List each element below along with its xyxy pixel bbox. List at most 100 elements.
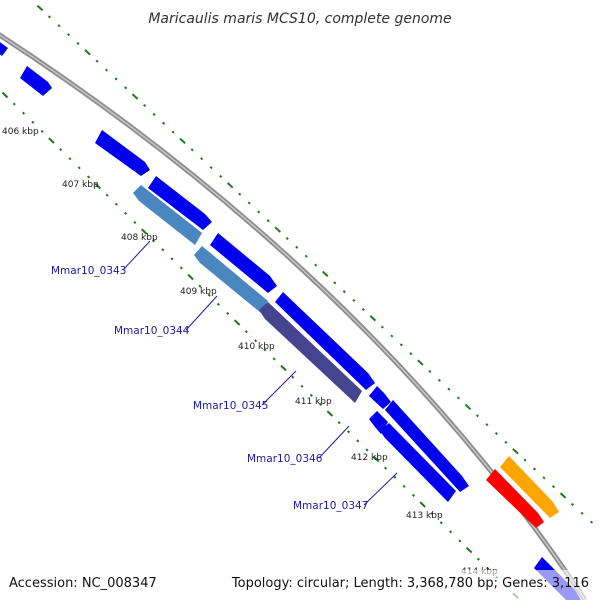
tick-minor <box>318 402 323 407</box>
tick-minor <box>190 148 194 152</box>
tick-major <box>280 364 287 372</box>
tick-minor <box>523 458 527 462</box>
tick-minor <box>133 220 137 225</box>
tick-minor <box>356 439 360 443</box>
tick-minor <box>380 325 384 329</box>
gene-Mmar10_0344[interactable] <box>194 246 268 313</box>
tick-minor <box>430 512 434 516</box>
gene-label-Mmar10_0343[interactable]: Mmar10_0343 <box>51 265 126 277</box>
tick-minor <box>504 440 508 444</box>
tick-minor <box>342 290 346 294</box>
tick-minor <box>238 192 242 196</box>
tick-minor <box>346 430 351 434</box>
tick-minor <box>57 24 61 28</box>
tick-minor <box>494 431 498 436</box>
gene-forward[interactable] <box>369 386 391 409</box>
tick-minor <box>247 201 251 205</box>
gene-Mmar10_0345[interactable] <box>259 302 362 403</box>
tick-minor <box>12 102 16 106</box>
tick-minor <box>254 339 258 343</box>
tick-minor <box>532 467 537 471</box>
label-leader-lines <box>122 240 398 506</box>
tick-minor <box>409 352 413 356</box>
gene-Mmar10_0343[interactable] <box>133 185 202 245</box>
tick-minor <box>198 284 202 288</box>
tick-minor <box>171 130 175 134</box>
gene-forward[interactable] <box>210 233 277 293</box>
tick-minor <box>383 466 388 470</box>
tick-minor <box>209 165 213 170</box>
tick-minor <box>76 41 80 46</box>
tick-minor <box>114 202 118 206</box>
tick-major <box>131 93 139 100</box>
tick-minor <box>485 423 489 427</box>
gene-forward[interactable] <box>95 130 150 176</box>
kbp-labels: 406 kbp 407 kbp 408 kbp 409 kbp 410 kbp … <box>2 127 498 577</box>
tick-minor <box>226 311 230 316</box>
tick-major <box>512 448 519 455</box>
tick-minor <box>551 485 556 489</box>
tick-major <box>419 501 426 508</box>
tick-minor <box>257 210 261 214</box>
feature-orange[interactable] <box>500 456 559 518</box>
tick-major <box>373 455 380 463</box>
tick-minor <box>104 68 109 72</box>
gene-label-Mmar10_0345[interactable]: Mmar10_0345 <box>193 400 268 412</box>
tick-minor <box>152 112 156 116</box>
tick-major <box>233 319 241 326</box>
gene-label-Mmar10_0344[interactable]: Mmar10_0344 <box>114 325 190 337</box>
tick-major <box>187 273 194 281</box>
tick-minor <box>428 369 432 373</box>
tick-minor <box>570 502 575 506</box>
kbp-label: 409 kbp <box>180 287 217 297</box>
gene-label-Mmar10_0347[interactable]: Mmar10_0347 <box>293 500 368 512</box>
tick-minor <box>47 15 52 19</box>
tick-minor <box>207 293 211 297</box>
tick-minor <box>151 239 156 243</box>
tick-major <box>141 228 148 235</box>
tick-minor <box>399 343 403 347</box>
tick-minor <box>22 111 26 115</box>
tick-major <box>322 270 329 278</box>
tick-minor <box>456 396 460 400</box>
tick-minor <box>448 530 453 534</box>
gene-labels: Mmar10_0343 Mmar10_0344 Mmar10_0345 Mmar… <box>51 265 368 512</box>
tick-minor <box>314 263 318 267</box>
tick-major <box>369 315 377 322</box>
tick-minor <box>179 266 183 270</box>
gene-forward[interactable] <box>148 176 212 230</box>
tick-major <box>179 137 186 145</box>
tick-minor <box>40 129 44 133</box>
tick-minor <box>162 121 166 125</box>
accession-text: Accession: NC_008347 <box>9 576 157 591</box>
tick-minor <box>295 245 299 249</box>
tick-minor <box>411 493 416 498</box>
tick-minor <box>219 174 223 178</box>
kbp-label: 410 kbp <box>238 342 275 352</box>
tick-minor <box>170 257 174 261</box>
gene-forward[interactable] <box>0 40 8 56</box>
tick-minor <box>486 566 490 570</box>
tick-minor <box>402 484 406 488</box>
kbp-label: 408 kbp <box>121 233 158 243</box>
tick-major <box>226 182 234 189</box>
gene-forward[interactable] <box>20 66 52 96</box>
gene-features <box>0 40 581 600</box>
gene-forward[interactable] <box>385 400 469 492</box>
tick-minor <box>580 511 584 515</box>
gene-label-Mmar10_0346[interactable]: Mmar10_0346 <box>247 453 323 465</box>
tick-major <box>559 492 567 499</box>
feature-red[interactable] <box>486 469 544 528</box>
gene-Mmar10_0347[interactable] <box>380 423 456 502</box>
tick-minor <box>266 219 270 223</box>
tick-major <box>417 359 424 366</box>
tick-minor <box>86 175 91 179</box>
topology-text: Topology: circular; Length: 3,368,780 bp… <box>231 576 589 591</box>
tick-minor <box>458 539 462 543</box>
tick-major <box>464 403 472 411</box>
tick-minor <box>200 157 204 161</box>
tick-major <box>274 226 281 233</box>
gene-forward[interactable] <box>275 292 375 390</box>
